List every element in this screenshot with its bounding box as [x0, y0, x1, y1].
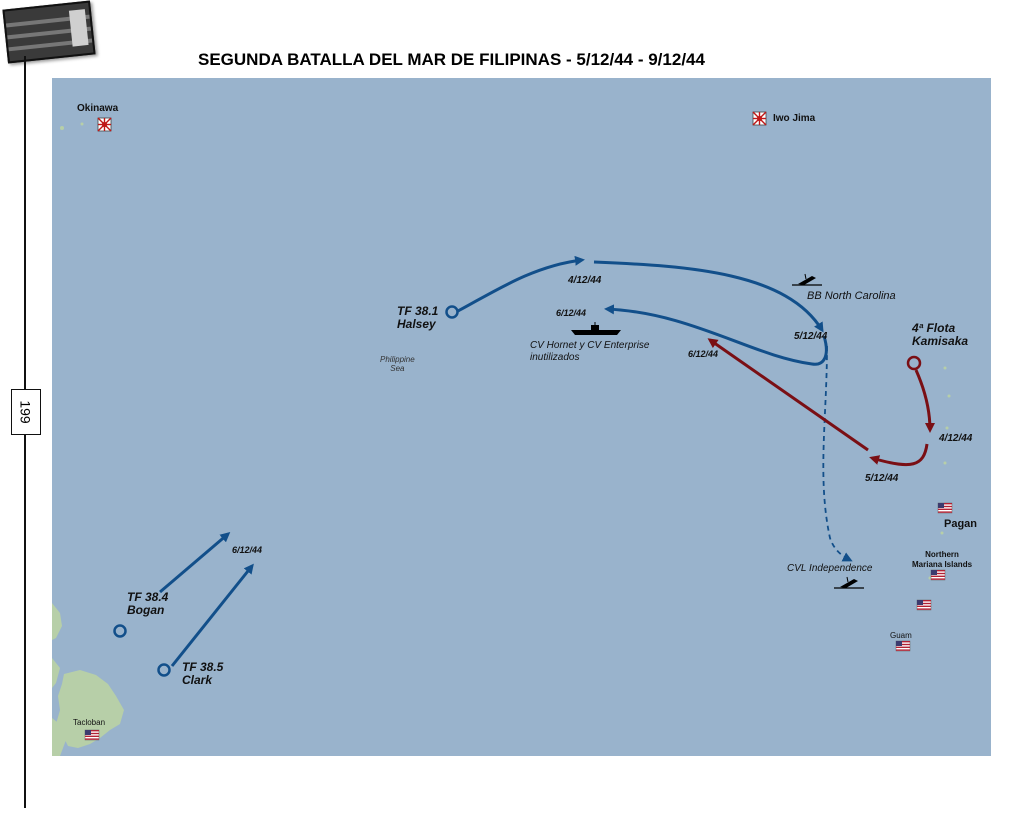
page-number: 199 [17, 400, 34, 424]
tf381-label: TF 38.1 Halsey [397, 305, 438, 331]
philippines-landmass [52, 603, 124, 756]
tf381-route-leg3 [604, 304, 828, 366]
tf385-start-marker [157, 663, 171, 677]
northern-mariana-label: Northern Mariana Islands [912, 550, 972, 570]
japanese-routes [707, 338, 935, 467]
kamikaze-start-marker [906, 355, 922, 371]
kamikaze-route-leg2 [869, 443, 929, 467]
sinking-ship-icon [834, 576, 864, 589]
map-graphics [52, 111, 953, 756]
rising-sun-flag-icon [97, 117, 112, 132]
pagan-label: Pagan [944, 518, 978, 530]
tf384-commander: Bogan [127, 603, 165, 617]
tf384-start-marker [113, 624, 127, 638]
kamikaze-route-leg1 [914, 369, 935, 433]
tf384-route [159, 532, 231, 594]
date-label: 6/12/44 [688, 349, 719, 359]
tf385-route [170, 563, 254, 667]
map-title: SEGUNDA BATALLA DEL MAR DE FILIPINAS - 5… [198, 50, 705, 69]
tf385-commander: Clark [182, 673, 213, 687]
book-cover-logo [2, 0, 96, 64]
date-label: 4/12/44 [568, 275, 602, 286]
us-flag-icon [916, 599, 932, 611]
kamikaze-route-leg3 [707, 338, 869, 452]
tf384-label: TF 38.4 Bogan [127, 591, 168, 617]
tf381-route-leg1 [457, 255, 585, 313]
tf385-name: TF 38.5 [182, 660, 224, 674]
us-flag-icon [937, 502, 953, 514]
date-label: 4/12/44 [939, 433, 973, 444]
map-area: Okinawa Iwo Jima Philippine Sea Pagan No… [52, 78, 991, 756]
tf381-start-marker [445, 305, 459, 319]
tf385-label: TF 38.5 Clark [182, 661, 223, 687]
date-label: 5/12/44 [794, 331, 828, 342]
date-label: 5/12/44 [865, 473, 899, 484]
carriers-damaged-line2: inutilizados [530, 352, 580, 363]
kamikaze-fleet-label: 4ª Flota Kamisaka [912, 322, 968, 348]
aircraft-carrier-icon [571, 322, 621, 335]
rising-sun-flag-icon [752, 111, 767, 126]
tf384-name: TF 38.4 [127, 590, 169, 604]
us-routes [159, 255, 828, 667]
cvl-independence-track [822, 345, 853, 562]
philippine-sea-label: Philippine Sea [380, 355, 415, 373]
guam-label: Guam [890, 631, 912, 640]
tf381-commander: Halsey [397, 317, 436, 331]
sinking-ship-icon [792, 273, 822, 286]
tf381-name: TF 38.1 [397, 304, 439, 318]
iwo-jima-label: Iwo Jima [773, 113, 816, 124]
philippine-sea-line2: Sea [390, 364, 405, 373]
cvl-independence-label: CVL Independence [787, 563, 873, 574]
northern-mariana-line1: Northern [925, 550, 959, 559]
date-label: 6/12/44 [232, 545, 263, 555]
islands [60, 122, 951, 580]
bb-north-carolina-label: BB North Carolina [807, 290, 896, 302]
kamikaze-fleet-name: 4ª Flota [912, 321, 956, 335]
philippine-sea-line1: Philippine [380, 355, 415, 364]
us-flag-icon [84, 729, 100, 741]
carriers-damaged-line1: CV Hornet y CV Enterprise [530, 340, 650, 351]
tacloban-label: Tacloban [73, 718, 106, 727]
us-flag-icon [895, 640, 911, 652]
okinawa-label: Okinawa [77, 103, 119, 114]
date-label: 6/12/44 [556, 308, 587, 318]
northern-mariana-line2: Mariana Islands [912, 560, 973, 569]
kamikaze-fleet-commander: Kamisaka [912, 334, 969, 348]
us-flag-icon [930, 569, 946, 581]
carriers-damaged-label: CV Hornet y CV Enterprise inutilizados [530, 340, 650, 364]
page-number-badge: 199 [11, 389, 41, 435]
tf381-route-leg2 [593, 260, 824, 333]
